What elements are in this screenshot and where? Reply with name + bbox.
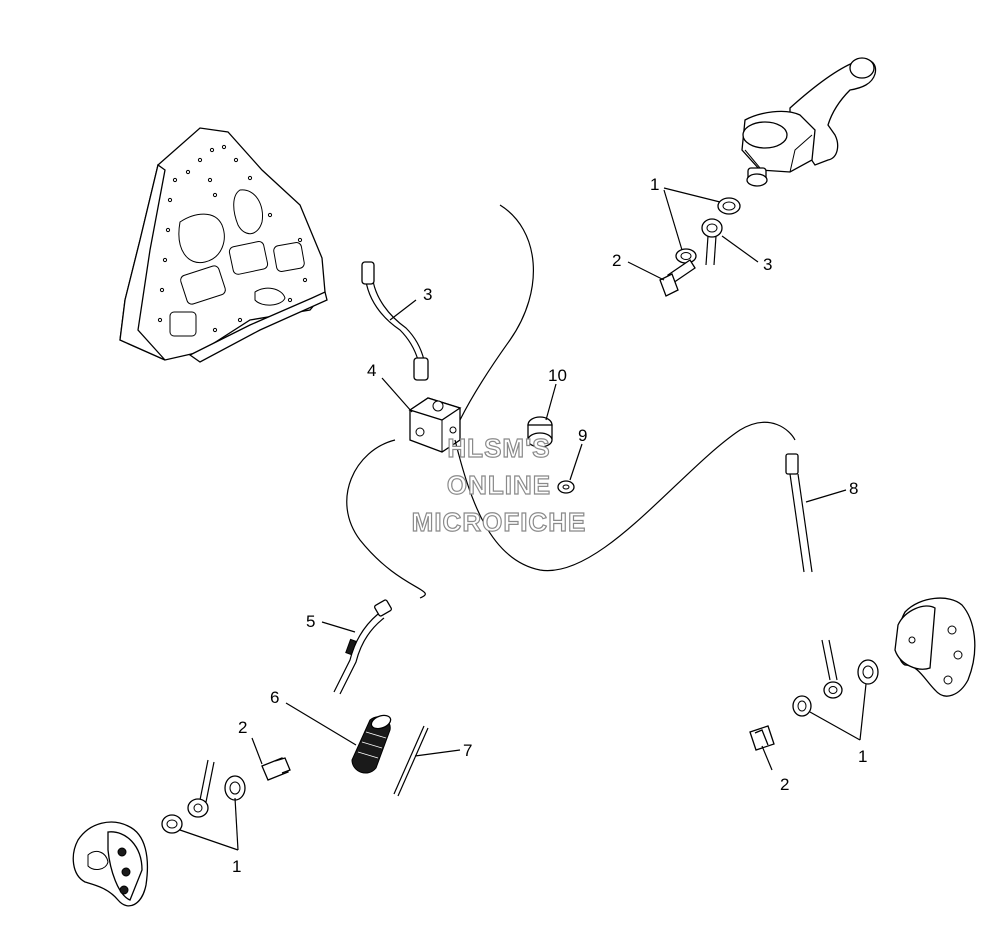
callout-4: 4	[367, 361, 376, 380]
right-banjo-bolt	[749, 725, 775, 751]
brake-line-5	[333, 599, 392, 695]
hose-right-sweep	[454, 421, 796, 572]
pin	[393, 725, 429, 797]
callout-2-top: 2	[612, 251, 621, 270]
hose-upper-loop	[459, 204, 534, 421]
callout-6: 6	[270, 688, 279, 707]
left-washer-2	[161, 814, 183, 834]
callout-7: 7	[463, 741, 472, 760]
brake-line-8	[785, 453, 838, 681]
left-hose-end	[187, 759, 215, 818]
callout-2-left: 2	[238, 718, 247, 737]
right-brake-caliper	[894, 597, 976, 697]
left-banjo-bolt	[261, 757, 291, 781]
callout-1-left: 1	[232, 857, 241, 876]
left-washer-1	[224, 775, 246, 801]
right-banjo-fitting	[823, 681, 843, 699]
callout-1-right: 1	[858, 747, 867, 766]
brake-line-3	[361, 261, 429, 381]
callout-9: 9	[578, 426, 587, 445]
top-washer-2	[675, 248, 697, 264]
watermark-line-2: ONLINE	[447, 470, 551, 500]
callout-3-mid: 3	[423, 285, 432, 304]
spring-sleeve	[351, 714, 392, 774]
callout-3-top: 3	[763, 255, 772, 274]
top-banjo-bolt	[659, 259, 696, 297]
distribution-block	[408, 397, 462, 453]
hose-left-loop	[346, 439, 426, 599]
right-washer-2	[792, 695, 812, 717]
left-brake-caliper	[72, 821, 149, 907]
callout-labels: 1 2 3 3 4 10 9 8 5 6 7 2 1 1 2	[232, 175, 867, 876]
callout-8: 8	[849, 479, 858, 498]
watermark-line-3: MICROFICHE	[412, 507, 587, 537]
right-washer-1	[857, 659, 879, 685]
watermark: HLSM'S ONLINE MICROFICHE	[411, 432, 587, 537]
brake-switch	[527, 416, 553, 448]
top-washer-1	[717, 197, 741, 215]
callout-1-top: 1	[650, 175, 659, 194]
fitting	[557, 480, 575, 494]
master-cylinder-assembly	[741, 57, 877, 187]
top-banjo-fitting	[701, 218, 723, 266]
callout-5: 5	[306, 612, 315, 631]
watermark-line-1: HLSM'S	[447, 433, 550, 463]
callout-10: 10	[548, 366, 567, 385]
frame-bulkhead-panel	[119, 127, 328, 363]
callout-2-right: 2	[780, 775, 789, 794]
leader-lines	[179, 187, 867, 851]
